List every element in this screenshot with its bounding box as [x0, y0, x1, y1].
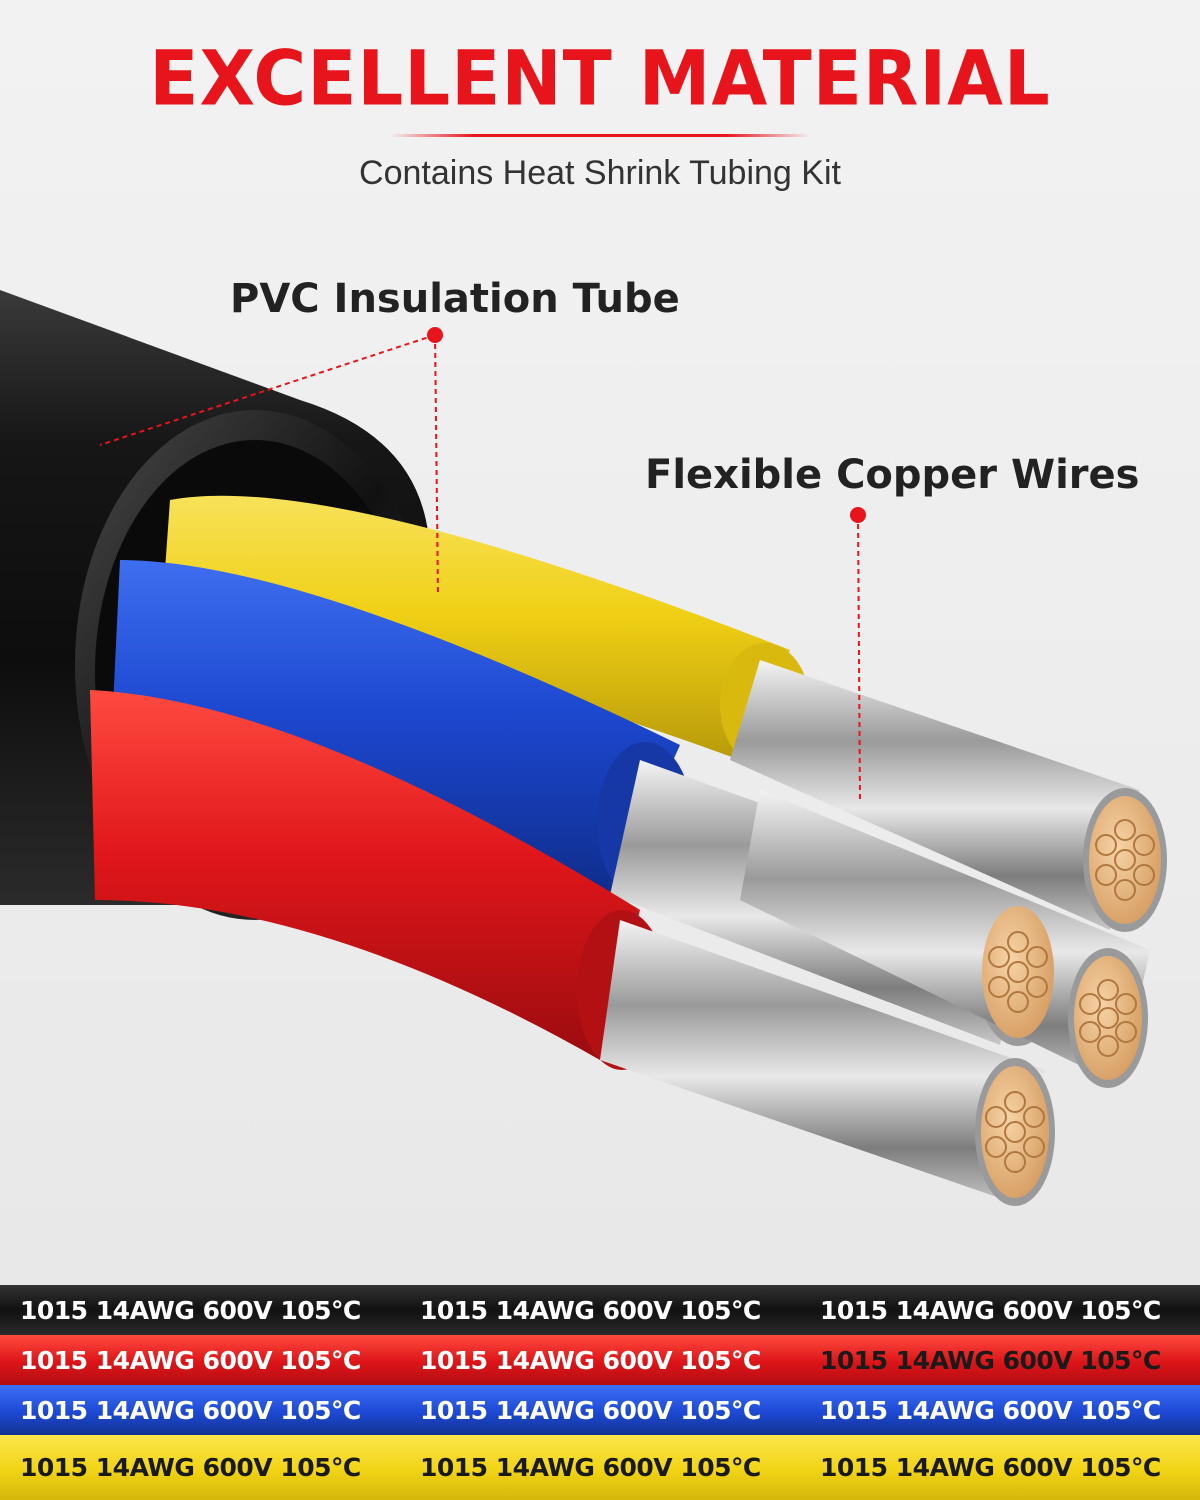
page-title: EXCELLENT MATERIAL [149, 33, 1051, 123]
wire-strip-yellow: 1015 14AWG 600V 105℃ 1015 14AWG 600V 105… [0, 1435, 1200, 1500]
strip-label: 1015 14AWG 600V 105℃ [20, 1395, 361, 1425]
strip-label: 1015 14AWG 600V 105℃ [20, 1295, 361, 1325]
strip-label: 1015 14AWG 600V 105℃ [420, 1395, 761, 1425]
strip-label: 1015 14AWG 600V 105℃ [820, 1345, 1161, 1375]
strip-label: 1015 14AWG 600V 105℃ [420, 1453, 761, 1482]
cable-illustration [0, 290, 1167, 1206]
strip-label: 1015 14AWG 600V 105℃ [20, 1345, 361, 1375]
strip-label: 1015 14AWG 600V 105℃ [20, 1453, 361, 1482]
wire-strip-blue: 1015 14AWG 600V 105℃ 1015 14AWG 600V 105… [0, 1385, 1200, 1435]
wires-callout-label: Flexible Copper Wires [645, 452, 1140, 498]
insulation-callout-dot [427, 327, 443, 343]
title-underline [390, 134, 810, 137]
strip-label: 1015 14AWG 600V 105℃ [420, 1345, 761, 1375]
strip-label: 1015 14AWG 600V 105℃ [820, 1395, 1161, 1425]
strip-label: 1015 14AWG 600V 105℃ [820, 1295, 1161, 1325]
wires-callout-dot [850, 507, 866, 523]
wire-strip-red: 1015 14AWG 600V 105℃ 1015 14AWG 600V 105… [0, 1335, 1200, 1385]
strip-label: 1015 14AWG 600V 105℃ [420, 1295, 761, 1325]
wire-strip-black: 1015 14AWG 600V 105℃ 1015 14AWG 600V 105… [0, 1285, 1200, 1335]
strip-label: 1015 14AWG 600V 105℃ [820, 1453, 1161, 1482]
insulation-callout-label: PVC Insulation Tube [230, 276, 680, 322]
page-subtitle: Contains Heat Shrink Tubing Kit [359, 154, 841, 192]
